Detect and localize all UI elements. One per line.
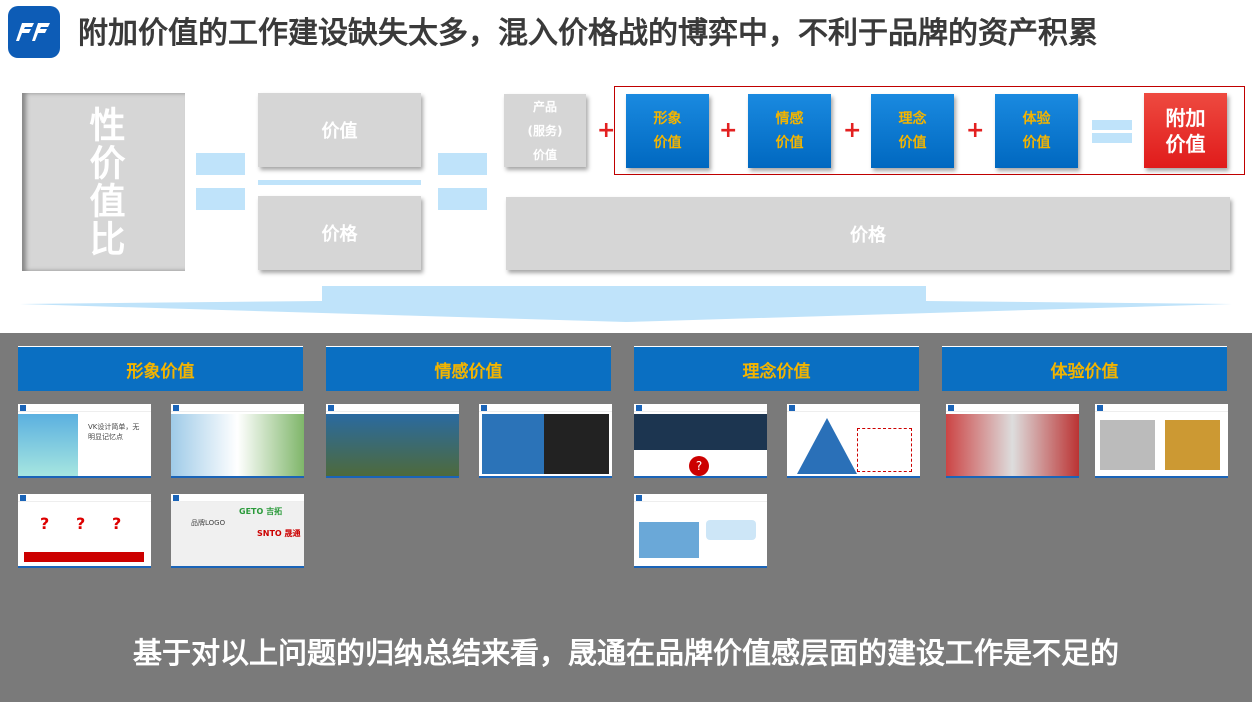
equals-icon-bar [196, 188, 245, 210]
slide-thumbnail[interactable]: ? ? ? [18, 494, 151, 568]
plus-icon: + [719, 118, 738, 143]
value-box: 价值 [258, 93, 421, 167]
component-label: 理念 [898, 111, 927, 127]
column-header-emotion: 情感价值 [326, 346, 611, 391]
emotion-value-box: 情感价值 [748, 94, 831, 168]
plus-icon: + [966, 118, 985, 143]
value-label: 价值 [321, 121, 358, 142]
component-label: 价值 [1022, 135, 1051, 151]
component-label: 形象 [653, 111, 682, 127]
column-header-concept: 理念价值 [634, 346, 919, 391]
price-wide-box: 价格 [506, 197, 1230, 270]
conclusion-text: 基于对以上问题的归纳总结来看，晟通在品牌价值感层面的建设工作是不足的 [132, 636, 1119, 670]
added-value-box: 附加价值 [1144, 93, 1227, 168]
ratio-label: 性价值比 [83, 106, 125, 258]
slide-thumbnail[interactable] [479, 404, 612, 478]
component-label: 价值 [775, 135, 804, 151]
page-title: 附加价值的工作建设缺失太多，混入价格战的博弈中，不利于品牌的资产积累 [78, 16, 1098, 51]
slide-thumbnail[interactable] [326, 404, 459, 478]
equals-icon [438, 153, 487, 175]
equals-icon [196, 153, 245, 175]
price-box: 价格 [258, 196, 421, 270]
question-icon: ? [689, 456, 709, 476]
component-label: 价值 [898, 135, 927, 151]
slide-thumbnail[interactable] [787, 404, 920, 478]
component-label: 体验 [1022, 111, 1051, 127]
price-wide-label: 价格 [850, 224, 886, 246]
thumb-text: VK设计简单，无明显记忆点 [88, 423, 140, 441]
slide-thumbnail[interactable] [946, 404, 1079, 478]
thumb-text: SNTO 晟通 [257, 529, 301, 538]
equals-icon-bar [438, 188, 487, 210]
plus-icon: + [843, 118, 862, 143]
fraction-line [258, 180, 421, 185]
column-header-experience: 体验价值 [942, 346, 1227, 391]
added-label: 附加 [1165, 105, 1206, 130]
service-label: (服务) [527, 123, 563, 138]
slide-thumbnail[interactable] [1095, 404, 1228, 478]
question-icon: ? [40, 514, 50, 533]
experience-value-box: 体验价值 [995, 94, 1078, 168]
question-icon: ? [76, 514, 86, 533]
product-label: 产品 [532, 99, 557, 114]
question-icon: ? [112, 514, 122, 533]
down-arrow-shape [20, 286, 1232, 322]
brand-logo [8, 6, 60, 58]
added-value-frame [614, 86, 1245, 175]
ratio-box: 性价值比 [22, 93, 185, 271]
concept-value-box: 理念价值 [871, 94, 954, 168]
image-value-box: 形象价值 [626, 94, 709, 168]
slide-thumbnail[interactable] [171, 404, 304, 478]
component-label: 情感 [775, 111, 804, 127]
added-label: 价值 [1165, 131, 1206, 156]
value-label: 价值 [532, 147, 557, 162]
slide-thumbnail[interactable] [634, 494, 767, 568]
thumb-text: GETO 吉拓 [239, 507, 283, 516]
component-label: 价值 [653, 135, 682, 151]
price-label: 价格 [321, 224, 358, 245]
slide-thumbnail[interactable]: 品牌LOGO GETO 吉拓 SNTO 晟通 [171, 494, 304, 568]
column-header-image: 形象价值 [18, 346, 303, 391]
equals-icon-bar [1092, 133, 1132, 143]
product-value-box: 产品 (服务) 价值 [504, 94, 586, 167]
thumb-text: 品牌LOGO [191, 519, 226, 527]
slide-thumbnail[interactable]: VK设计简单，无明显记忆点 [18, 404, 151, 478]
slide-thumbnail[interactable]: ? [634, 404, 767, 478]
equals-icon [1092, 120, 1132, 130]
plus-icon: + [597, 118, 616, 143]
